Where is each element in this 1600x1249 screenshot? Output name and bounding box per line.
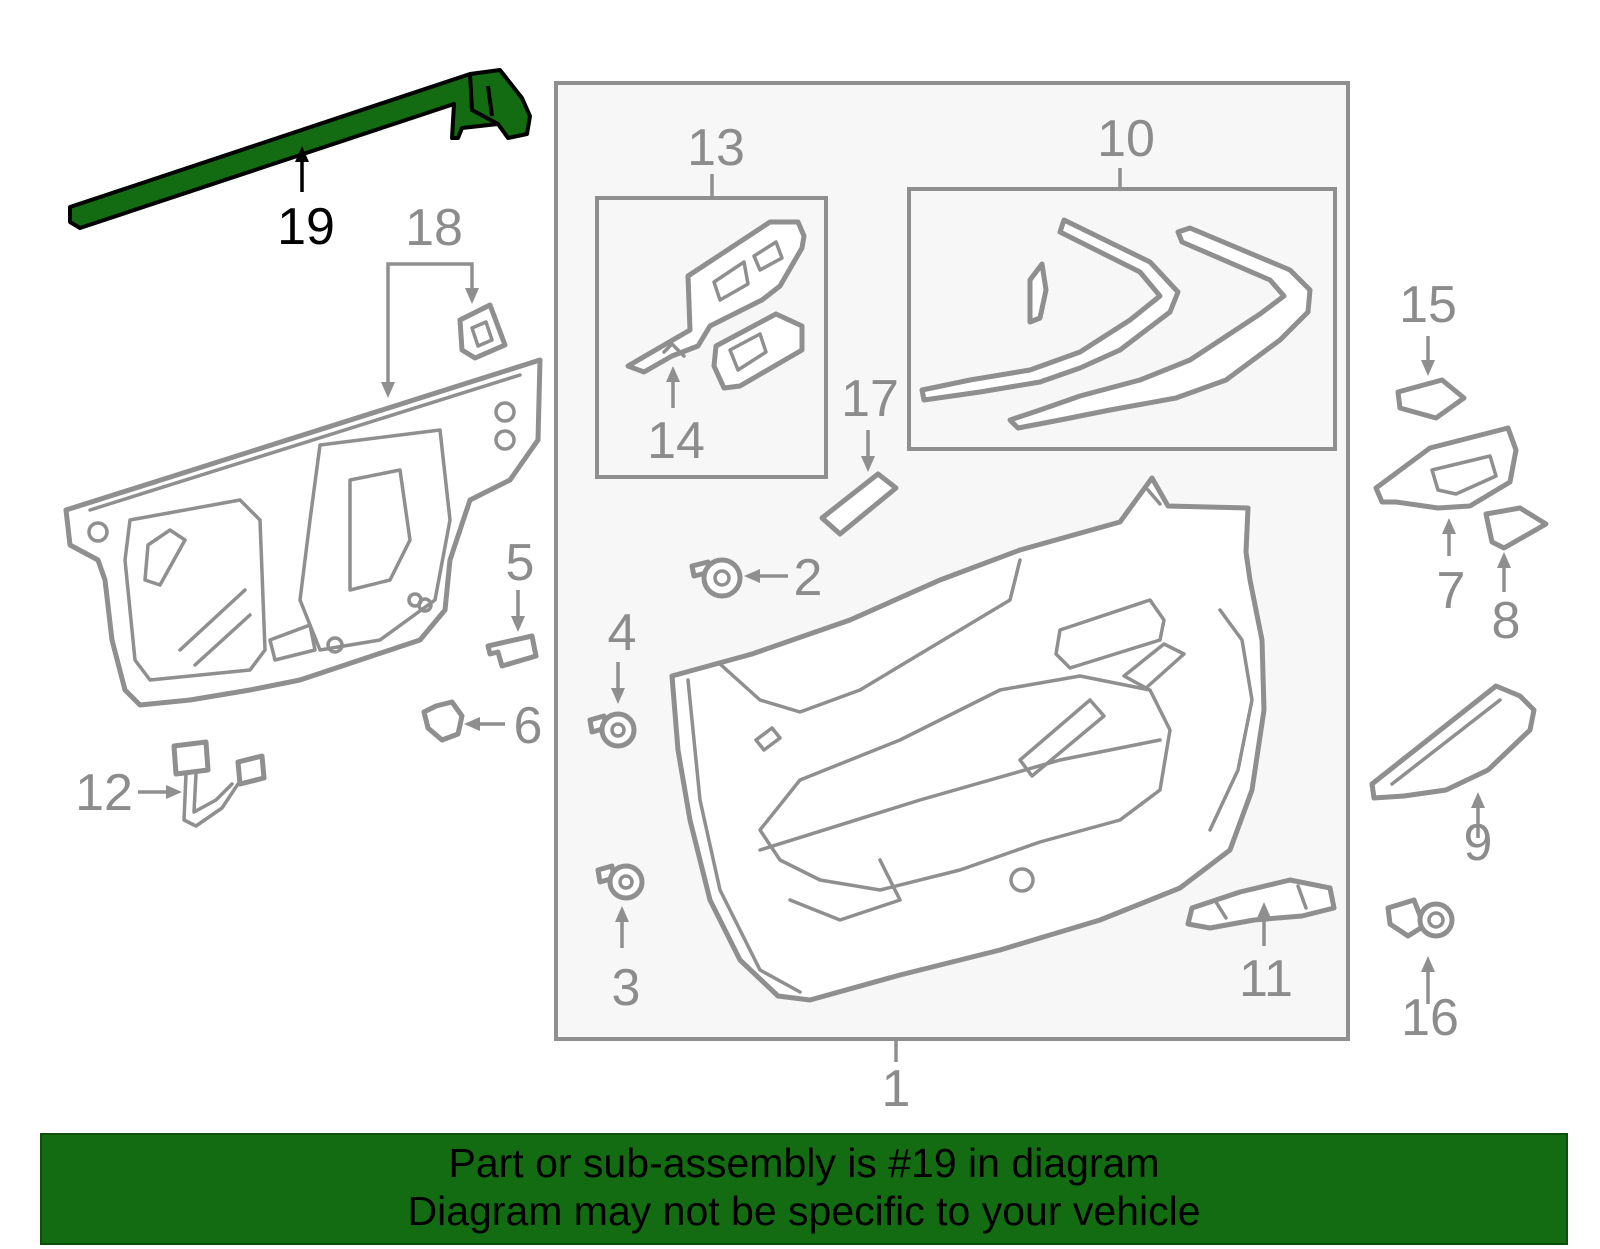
callout-13: 13 <box>687 119 745 177</box>
part-12-wire-harness[interactable] <box>171 739 267 828</box>
callout-17: 17 <box>841 370 899 428</box>
callout-16: 16 <box>1401 989 1459 1047</box>
arrow-2 <box>744 569 760 583</box>
arrow-18a <box>381 382 395 398</box>
arrow-3 <box>615 906 629 922</box>
part-16-socket[interactable] <box>1385 897 1455 939</box>
arrow-5 <box>511 616 525 632</box>
part-11-harness[interactable] <box>1185 877 1337 931</box>
part-9-armrest-pad[interactable] <box>1369 683 1537 801</box>
arrow-11 <box>1257 902 1271 918</box>
callout-12: 12 <box>75 764 133 822</box>
callout-1: 1 <box>882 1060 911 1118</box>
arrow-17 <box>861 456 875 472</box>
callout-18: 18 <box>405 199 463 257</box>
part-3-push-pin[interactable] <box>595 863 645 901</box>
part-6-plug[interactable] <box>421 699 465 743</box>
arrow-19 <box>295 146 309 162</box>
part-18-door-module[interactable] <box>63 357 543 708</box>
callout-4: 4 <box>608 604 637 662</box>
arrow-16 <box>1421 956 1435 972</box>
arrow-6 <box>464 717 480 731</box>
part-19-belt-molding[interactable] <box>68 68 532 230</box>
part-5-clip[interactable] <box>485 633 539 669</box>
part-7-switch-bezel[interactable] <box>1373 425 1519 511</box>
part-10-trim-strips[interactable] <box>919 217 1313 431</box>
leader-18 <box>386 262 474 393</box>
arrow-7 <box>1442 518 1456 534</box>
part-17-pad[interactable] <box>819 471 899 537</box>
callout-5: 5 <box>506 534 535 592</box>
callout-11: 11 <box>1239 950 1293 1008</box>
part-4-push-pin[interactable] <box>587 711 637 749</box>
part-2-push-pin[interactable] <box>689 557 743 599</box>
callout-10: 10 <box>1097 110 1155 168</box>
callout-19: 19 <box>277 198 335 256</box>
callout-15: 15 <box>1399 276 1457 334</box>
callout-3: 3 <box>612 959 641 1017</box>
part-18-clip[interactable] <box>457 302 508 361</box>
part-8-insert[interactable] <box>1483 505 1549 551</box>
group-box-10 <box>907 187 1337 451</box>
arrow-4 <box>611 688 625 704</box>
callout-7: 7 <box>1437 562 1466 620</box>
part-13-switch[interactable] <box>711 311 805 391</box>
part-13-switch-bezel[interactable] <box>625 219 807 375</box>
arrow-8 <box>1497 552 1511 568</box>
arrow-9 <box>1471 792 1485 808</box>
part-1-door-trim-panel[interactable] <box>669 475 1267 1003</box>
callout-8: 8 <box>1492 592 1521 650</box>
arrow-12 <box>166 785 182 799</box>
arrow-18b <box>465 288 479 304</box>
banner-line-2: Diagram may not be specific to your vehi… <box>407 1188 1201 1234</box>
callout-2: 2 <box>794 549 823 607</box>
callout-6: 6 <box>514 697 543 755</box>
info-banner: Part or sub-assembly is #19 in diagram D… <box>40 1133 1568 1245</box>
part-15-pad[interactable] <box>1395 377 1467 421</box>
arrow-15 <box>1421 360 1435 376</box>
callout-14: 14 <box>647 412 705 470</box>
banner-line-1: Part or sub-assembly is #19 in diagram <box>448 1140 1160 1186</box>
arrow-14 <box>666 366 680 382</box>
callout-9: 9 <box>1464 814 1493 872</box>
